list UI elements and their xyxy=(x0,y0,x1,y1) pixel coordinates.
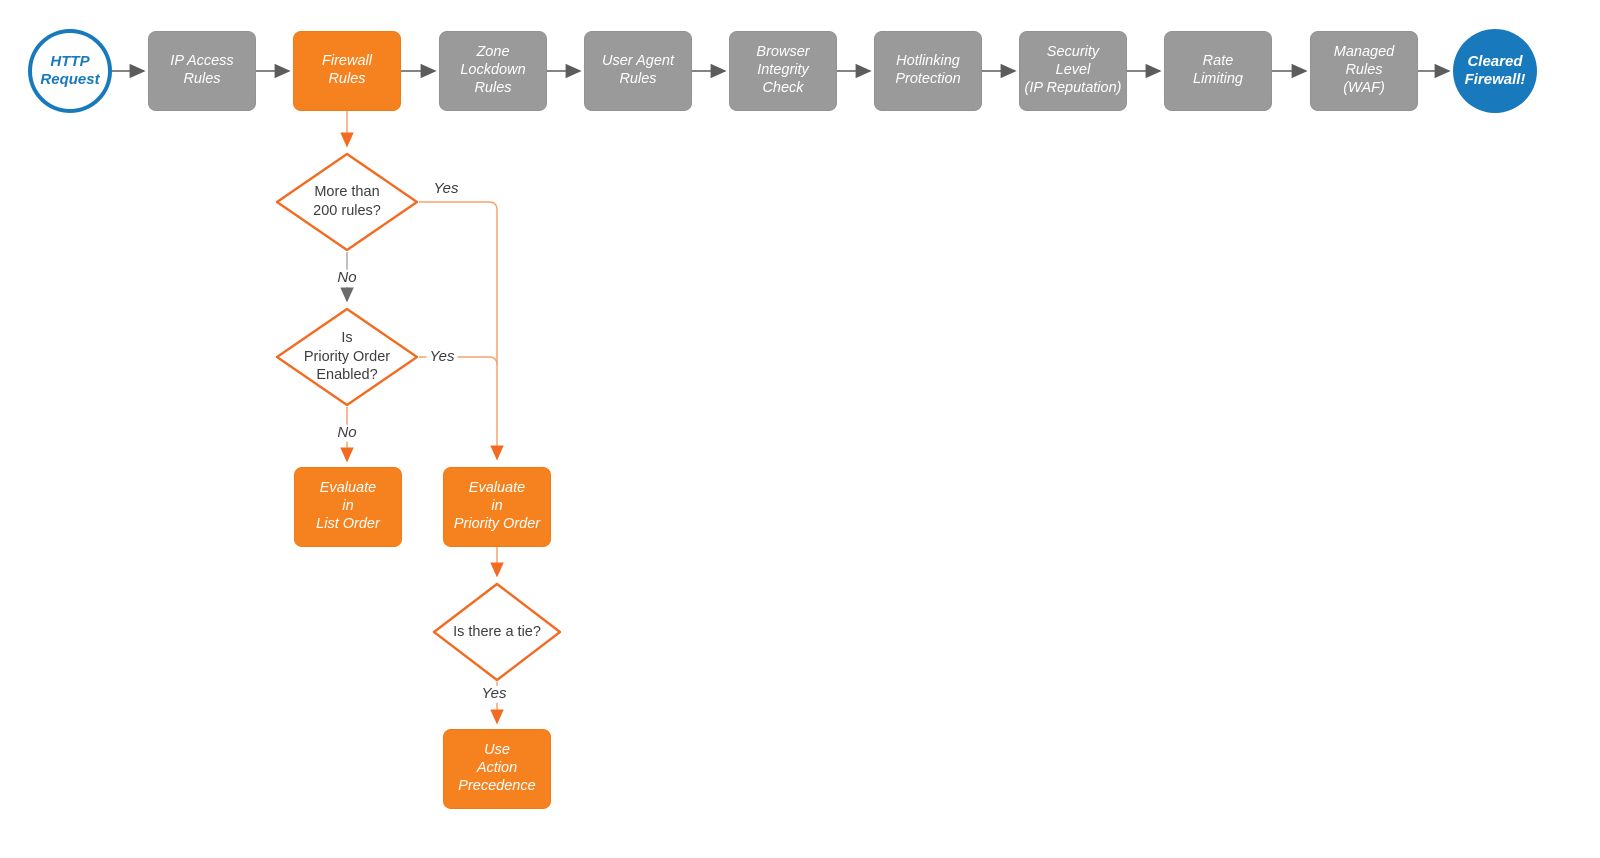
decision-question: Is there a tie? xyxy=(453,623,541,640)
step-rate-limiting: Rate Limiting xyxy=(1164,31,1272,111)
step-zone-lockdown-rules: Zone Lockdown Rules xyxy=(439,31,547,111)
outcome-evaluate-in-list-order: Evaluate in List Order xyxy=(294,467,402,547)
edge-label-d1-no: No xyxy=(334,269,360,287)
end-node-cleared-firewall: Cleared Firewall! xyxy=(1453,29,1537,113)
edge-label-d1-yes: Yes xyxy=(430,180,462,198)
step-managed-rules-waf: Managed Rules (WAF) xyxy=(1310,31,1418,111)
step-ip-access-rules: IP Access Rules xyxy=(148,31,256,111)
step-security-level: Security Level (IP Reputation) xyxy=(1019,31,1127,111)
start-node-http-request: HTTP Request xyxy=(28,29,112,113)
edge-d1-yes-to-priority-order xyxy=(419,201,504,461)
diamond-shape xyxy=(275,152,419,252)
edge-label-d2-yes: Yes xyxy=(426,348,458,366)
step-firewall-rules: Firewall Rules xyxy=(293,31,401,111)
outcome-evaluate-in-priority-order: Evaluate in Priority Order xyxy=(443,467,551,547)
step-hotlinking-protection: Hotlinking Protection xyxy=(874,31,982,111)
decision-question: Is Priority Order Enabled? xyxy=(303,330,391,384)
decision-priority-order-enabled: Is Priority Order Enabled? xyxy=(275,307,419,407)
diamond-shape xyxy=(432,582,562,682)
outcome-use-action-precedence: Use Action Precedence xyxy=(443,729,551,809)
edge-label-d3-yes: Yes xyxy=(478,685,510,703)
decision-more-than-200-rules: More than 200 rules? xyxy=(275,152,419,252)
step-browser-integrity-check: Browser Integrity Check xyxy=(729,31,837,111)
diamond-shape xyxy=(275,307,419,407)
edge-label-d2-no: No xyxy=(334,424,360,442)
decision-question: More than 200 rules? xyxy=(313,184,381,219)
step-user-agent-rules: User Agent Rules xyxy=(584,31,692,111)
decision-is-there-a-tie: Is there a tie? xyxy=(432,582,562,682)
edge-d2-yes-merge xyxy=(419,356,498,366)
